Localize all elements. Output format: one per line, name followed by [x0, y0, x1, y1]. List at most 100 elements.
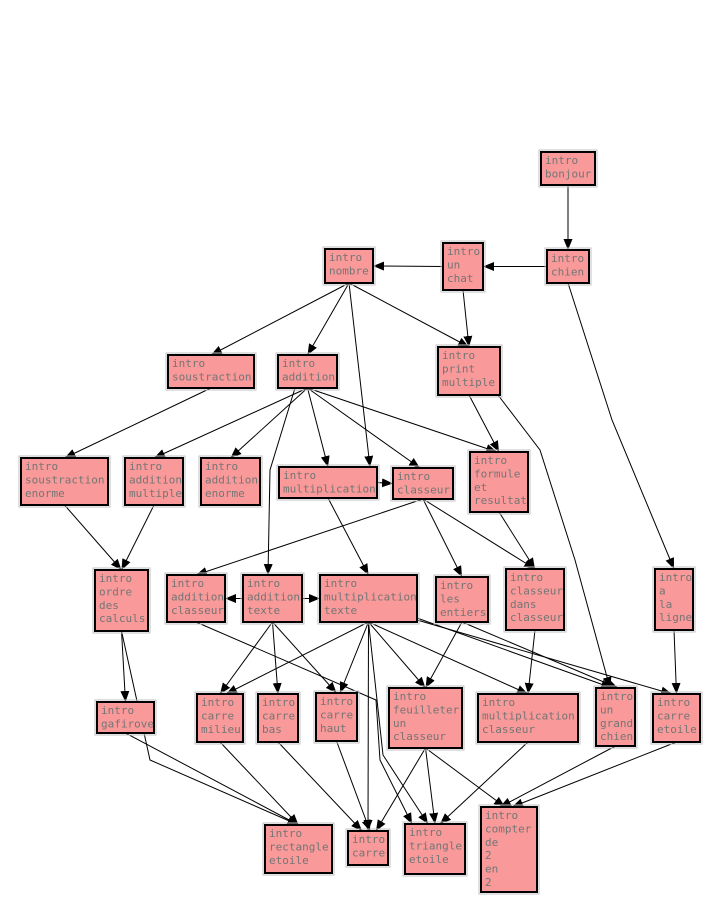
node-outline	[275, 352, 340, 391]
node-outline	[18, 455, 111, 508]
edge-ordre_des_calculs--rectangle_etoile	[121, 630, 299, 826]
edge-les_entiers--feuilleter_un_classeur	[425, 621, 463, 689]
edge-formule_et_resultat--classeur_dans_classeur	[498, 511, 536, 570]
node-box[interactable]	[242, 574, 303, 623]
node-box[interactable]	[200, 457, 261, 506]
node-box[interactable]	[435, 576, 489, 623]
node-outline	[435, 344, 503, 398]
edge-gafirove--rectangle_etoile	[125, 732, 299, 826]
edge-carre_haut--carre	[336, 740, 371, 832]
edge-nombre--soustraction	[210, 282, 350, 356]
node-box[interactable]	[257, 693, 299, 743]
node-box[interactable]	[196, 693, 244, 743]
edge-un_chat--nombre	[372, 261, 444, 271]
node-box[interactable]	[480, 806, 538, 893]
node-box[interactable]	[264, 824, 333, 874]
node-box[interactable]	[652, 693, 701, 743]
node-box[interactable]	[392, 467, 454, 500]
node-box[interactable]	[315, 692, 358, 742]
node-box[interactable]	[324, 248, 374, 284]
node-box[interactable]	[319, 574, 418, 623]
node-outline	[593, 685, 638, 749]
node-box[interactable]	[437, 346, 501, 396]
node-box[interactable]	[442, 242, 484, 291]
node-box[interactable]	[388, 687, 463, 749]
node-box[interactable]	[477, 693, 579, 743]
edge-multiplication_texte--triangle_etoile	[368, 621, 429, 825]
node-box[interactable]	[404, 823, 466, 875]
node-box[interactable]	[124, 457, 184, 506]
node-box[interactable]	[94, 569, 149, 632]
node-box[interactable]	[277, 354, 338, 389]
edge-addition--addition_enorme	[230, 387, 308, 459]
node-box[interactable]	[546, 249, 590, 284]
node-box[interactable]	[347, 830, 389, 866]
node-box[interactable]	[654, 568, 694, 631]
edge-addition--addition_multiple	[153, 387, 308, 459]
node-box[interactable]	[540, 151, 596, 186]
node-outline	[122, 455, 186, 508]
node-box[interactable]	[595, 687, 636, 747]
node-outline	[652, 566, 696, 633]
node-outline	[467, 449, 531, 515]
node-outline	[345, 828, 391, 868]
edge-classeur--les_entiers	[422, 498, 463, 578]
node-box[interactable]	[166, 574, 226, 623]
node-outline	[390, 465, 456, 502]
node-box[interactable]	[278, 466, 378, 499]
node-box[interactable]	[20, 457, 109, 506]
edge-les_entiers--un_grand_chien	[461, 621, 619, 689]
node-box[interactable]	[505, 568, 565, 631]
node-outline	[313, 690, 360, 744]
edge-carre_bas--carre	[277, 741, 363, 832]
edge-classeur--addition_classeur	[195, 498, 424, 576]
node-outline	[276, 464, 380, 501]
node-box[interactable]	[469, 451, 529, 513]
node-box[interactable]	[167, 354, 255, 389]
node-box[interactable]	[96, 701, 155, 734]
edge-multiplication--multiplication_texte	[327, 497, 369, 576]
